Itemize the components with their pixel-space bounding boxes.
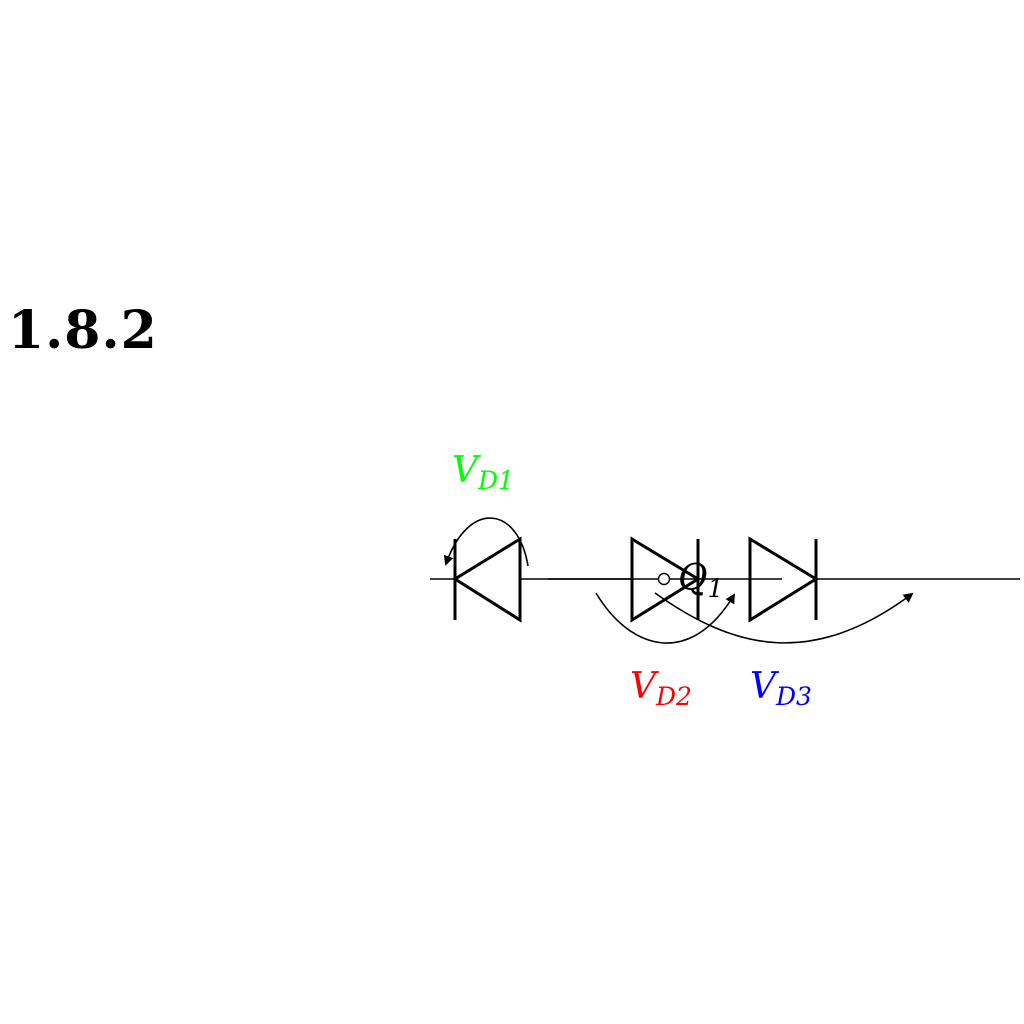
- q1-node: [657, 572, 671, 586]
- section-number: 1.8.2: [8, 300, 158, 361]
- vd2-label-main: V: [630, 666, 660, 707]
- q1-label: Q1: [678, 558, 723, 603]
- vd2-label-sub: D2: [655, 682, 692, 711]
- vd3-label-sub: D3: [775, 682, 812, 711]
- diode-d1-triangle: [452, 536, 522, 623]
- vd1-label-sub: D1: [477, 466, 514, 495]
- vd3-label-main: V: [750, 666, 780, 707]
- diode-d3: [748, 536, 819, 623]
- vd2-label: VD2: [630, 666, 692, 711]
- vd3-arrow: [654, 592, 914, 644]
- vd1-label-main: V: [452, 450, 482, 491]
- q1-label-sub: 1: [708, 574, 724, 603]
- vd1-arrow: [443, 517, 529, 567]
- diode-d1: [452, 536, 522, 623]
- vd2-arrow: [595, 592, 736, 644]
- vd1-label: VD1: [452, 450, 514, 495]
- diode-d3-triangle: [748, 536, 819, 623]
- vd3-label: VD3: [750, 666, 812, 711]
- q1-label-main: Q: [678, 558, 708, 599]
- voltage-arrows: [443, 517, 914, 644]
